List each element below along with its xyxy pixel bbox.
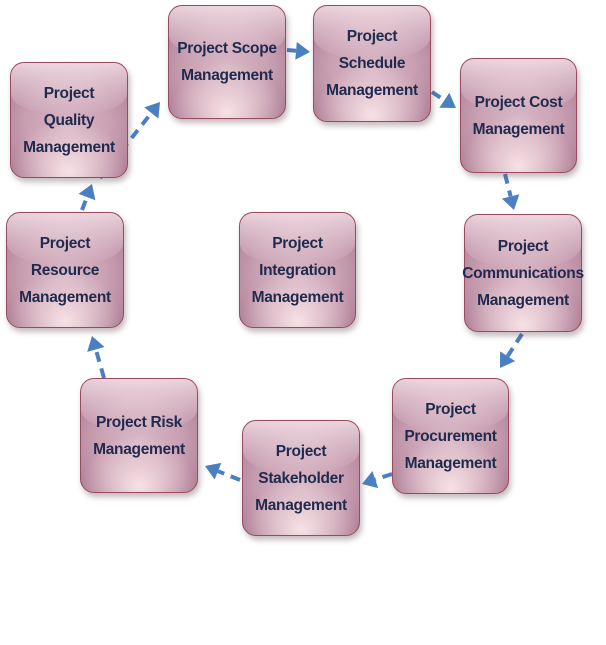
arrowhead-schedule-cost bbox=[439, 92, 456, 108]
arrowhead-quality-scope bbox=[144, 102, 160, 119]
node-cost-management: Project Cost Management bbox=[460, 58, 577, 173]
node-integration-management: Project Integration Management bbox=[239, 212, 356, 328]
node-label: Project Integration Management bbox=[251, 234, 344, 306]
arrowhead-resource-quality bbox=[78, 184, 96, 201]
arrowhead-procurement-stakeholder bbox=[362, 471, 379, 489]
arrowhead-risk-resource bbox=[87, 336, 105, 352]
connector-quality-scope bbox=[98, 111, 153, 180]
connector-schedule-cost bbox=[430, 90, 446, 102]
node-procurement-management: Project Procurement Management bbox=[392, 378, 509, 494]
node-label: Project Communications Management bbox=[462, 237, 584, 309]
connector-stakeholder-risk bbox=[217, 469, 241, 482]
node-label: Project Scope Management bbox=[177, 40, 277, 84]
connector-resource-quality bbox=[80, 196, 89, 211]
node-schedule-management: Project Schedule Management bbox=[313, 5, 431, 122]
connector-communications-procurement bbox=[505, 332, 524, 358]
arrowhead-cost-communications bbox=[501, 194, 520, 210]
node-quality-management: Project Quality Management bbox=[10, 62, 128, 178]
connector-cost-communications bbox=[503, 173, 513, 197]
node-resource-management: Project Resource Management bbox=[6, 212, 124, 328]
node-scope-management: Project Scope Management bbox=[168, 5, 286, 119]
node-label: Project Quality Management bbox=[23, 84, 115, 156]
node-label: Project Procurement Management bbox=[404, 400, 497, 472]
node-label: Project Resource Management bbox=[19, 234, 111, 306]
node-risk-management: Project Risk Management bbox=[80, 378, 198, 493]
arrowhead-stakeholder-risk bbox=[205, 462, 222, 480]
node-communications-management: Project Communications Management bbox=[462, 214, 584, 332]
node-label: Project Risk Management bbox=[93, 413, 185, 458]
connector-scope-schedule bbox=[286, 48, 297, 53]
node-label: Project Cost Management bbox=[472, 93, 565, 138]
arrowhead-scope-schedule bbox=[295, 41, 310, 60]
connector-risk-resource bbox=[93, 348, 106, 379]
arrowhead-communications-procurement bbox=[500, 351, 516, 368]
node-stakeholder-management: Project Stakeholder Management bbox=[242, 420, 360, 536]
node-label: Project Stakeholder Management bbox=[255, 442, 347, 514]
connector-procurement-stakeholder bbox=[374, 472, 393, 482]
node-label: Project Schedule Management bbox=[326, 28, 418, 99]
